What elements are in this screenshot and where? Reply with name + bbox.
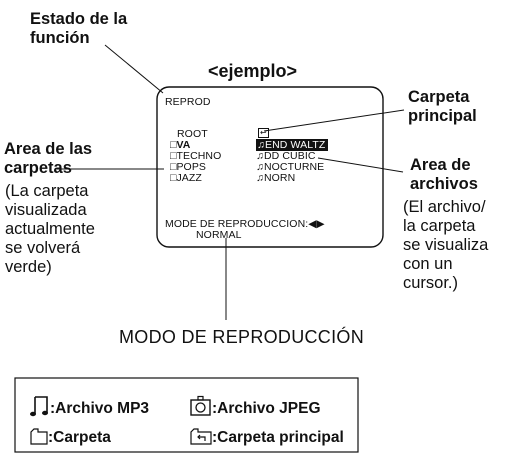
music-note-icon: ♫ [256, 161, 264, 173]
folder-label: TECHNO [176, 150, 222, 162]
mp3-note-icon [30, 396, 48, 417]
screen-frame [156, 86, 384, 248]
folder-icon: □ [170, 161, 177, 173]
legend-box [14, 377, 359, 453]
file-item[interactable]: ♫NORN [256, 172, 296, 184]
legend-main-folder: :Carpeta principal [190, 428, 344, 447]
main-folder-outline-icon [190, 428, 212, 445]
file-label: END WALTZ [264, 139, 326, 151]
folder-item[interactable]: □VA [170, 139, 191, 151]
main-folder-label-line2: principal [408, 107, 477, 125]
file-area-label-line2: archivos [410, 175, 478, 193]
file-item-selected[interactable]: ♫END WALTZ [256, 139, 329, 151]
right-arrow-icon[interactable]: ▶ [316, 218, 325, 230]
legend-folder: :Carpeta [30, 428, 111, 447]
file-item[interactable]: ♫DD CUBIC [256, 150, 316, 162]
left-arrow-icon[interactable]: ◀ [308, 218, 317, 230]
main-folder-label-line1: Carpeta [408, 88, 470, 106]
folder-note-1: (La carpeta [5, 182, 89, 200]
folder-item[interactable]: □POPS [170, 161, 207, 173]
file-note-1: (El archivo/ [403, 198, 486, 216]
folder-note-3: actualmente [5, 220, 95, 238]
screen-status: REPROD [165, 96, 211, 108]
mode-line[interactable]: MODE DE REPRODUCCION:◀▶ [165, 218, 325, 230]
file-label: NORN [263, 172, 296, 184]
file-note-5: cursor.) [403, 274, 459, 292]
folder-icon: □ [170, 172, 177, 184]
music-note-icon: ♫ [256, 172, 264, 184]
status-label-line1: Estado de la [30, 10, 128, 28]
folder-label: POPS [176, 161, 207, 173]
mode-label: MODE DE REPRODUCCION: [165, 218, 309, 230]
file-label: NOCTURNE [263, 161, 325, 173]
folder-label: JAZZ [176, 172, 202, 184]
music-note-icon: ♫ [257, 139, 265, 151]
folder-outline-icon [30, 428, 48, 445]
file-item[interactable]: ♫NOCTURNE [256, 161, 325, 173]
main-folder-icon-screen[interactable]: ↩ [258, 128, 269, 139]
folder-icon: □ [170, 150, 177, 162]
folder-item[interactable]: □TECHNO [170, 150, 222, 162]
folder-note-5: verde) [5, 258, 52, 276]
main-folder-pointer-line [263, 109, 405, 132]
file-label: DD CUBIC [263, 150, 316, 162]
status-label-line2: función [30, 29, 90, 47]
folder-icon: □ [170, 139, 177, 151]
screen-root: ROOT [177, 128, 208, 140]
file-area-label-line1: Area de [410, 156, 471, 174]
folder-area-label-line1: Area de las [4, 140, 93, 158]
status-pointer-line [104, 44, 164, 94]
camera-icon [190, 395, 211, 416]
legend-mp3: :Archivo MP3 [30, 395, 149, 418]
play-mode-label: MODO DE REPRODUCCIÓN [119, 327, 365, 347]
file-note-2: la carpeta [403, 217, 476, 235]
folder-note-2: visualizada [5, 201, 87, 219]
folder-area-label-line2: carpetas [4, 159, 72, 177]
legend-jpeg: :Archivo JPEG [190, 395, 321, 418]
main-folder-icon: ↩ [258, 128, 269, 139]
file-area-pointer-line [317, 157, 404, 173]
file-note-3: se visualiza [403, 236, 489, 254]
folder-note-4: se volverá [5, 239, 81, 257]
mode-value: NORMAL [196, 229, 242, 241]
folder-label: VA [176, 139, 191, 151]
file-note-4: con un [403, 255, 453, 273]
folder-item[interactable]: □JAZZ [170, 172, 202, 184]
music-note-icon: ♫ [256, 150, 264, 162]
example-title: <ejemplo> [208, 61, 298, 81]
